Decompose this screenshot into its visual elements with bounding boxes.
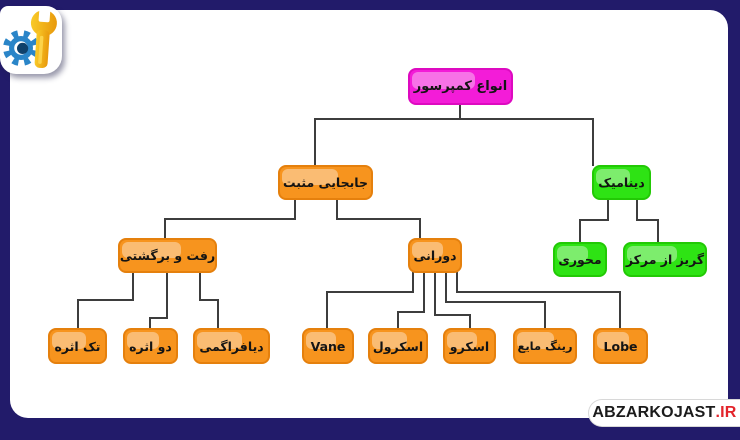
node-label: Lobe — [603, 338, 638, 354]
node-scroll: اسکرول — [368, 328, 428, 364]
node-rotary: دورانی — [408, 238, 462, 273]
node-vane: Vane — [302, 328, 354, 364]
node-axial: محوری — [553, 242, 607, 277]
node-label: Vane — [310, 338, 346, 354]
node-single-acting: تک اثره — [48, 328, 107, 364]
node-lobe: Lobe — [593, 328, 648, 364]
node-diaphragm: دیافراگمی — [193, 328, 270, 364]
watermark-brand: ABZARKOJAST — [592, 404, 716, 421]
node-liquid-ring: رینگ مایع — [513, 328, 577, 364]
gear-and-wrench-icon — [3, 6, 57, 69]
watermark-badge: ABZARKOJAST.IR — [588, 399, 740, 427]
node-label: تک اثره — [54, 338, 101, 354]
node-reciprocating: رفت و برگشتی — [118, 238, 217, 273]
node-label: رینگ مایع — [517, 339, 573, 353]
node-positive-displacement: جابجایی مثبت — [278, 165, 373, 200]
node-double-acting: دو اثره — [123, 328, 178, 364]
watermark-tld: .IR — [715, 404, 737, 421]
node-label: جابجایی مثبت — [283, 175, 368, 190]
node-label: محوری — [558, 252, 602, 267]
node-label: انواع کمپرسور — [413, 79, 508, 94]
node-label: رفت و برگشتی — [119, 248, 216, 263]
node-label: اسکرو — [449, 338, 490, 354]
node-dynamic: دینامیک — [592, 165, 651, 200]
node-label: دینامیک — [598, 175, 645, 190]
site-logo — [0, 6, 62, 74]
node-centrifugal: گریز از مرکز — [623, 242, 707, 277]
node-label: دورانی — [413, 248, 457, 263]
node-label: دیافراگمی — [199, 338, 264, 354]
node-label: دو اثره — [129, 338, 172, 354]
node-label: اسکرول — [372, 338, 424, 354]
node-label: گریز از مرکز — [625, 252, 705, 267]
node-compressor-types: انواع کمپرسور — [408, 68, 513, 105]
node-screw: اسکرو — [443, 328, 496, 364]
